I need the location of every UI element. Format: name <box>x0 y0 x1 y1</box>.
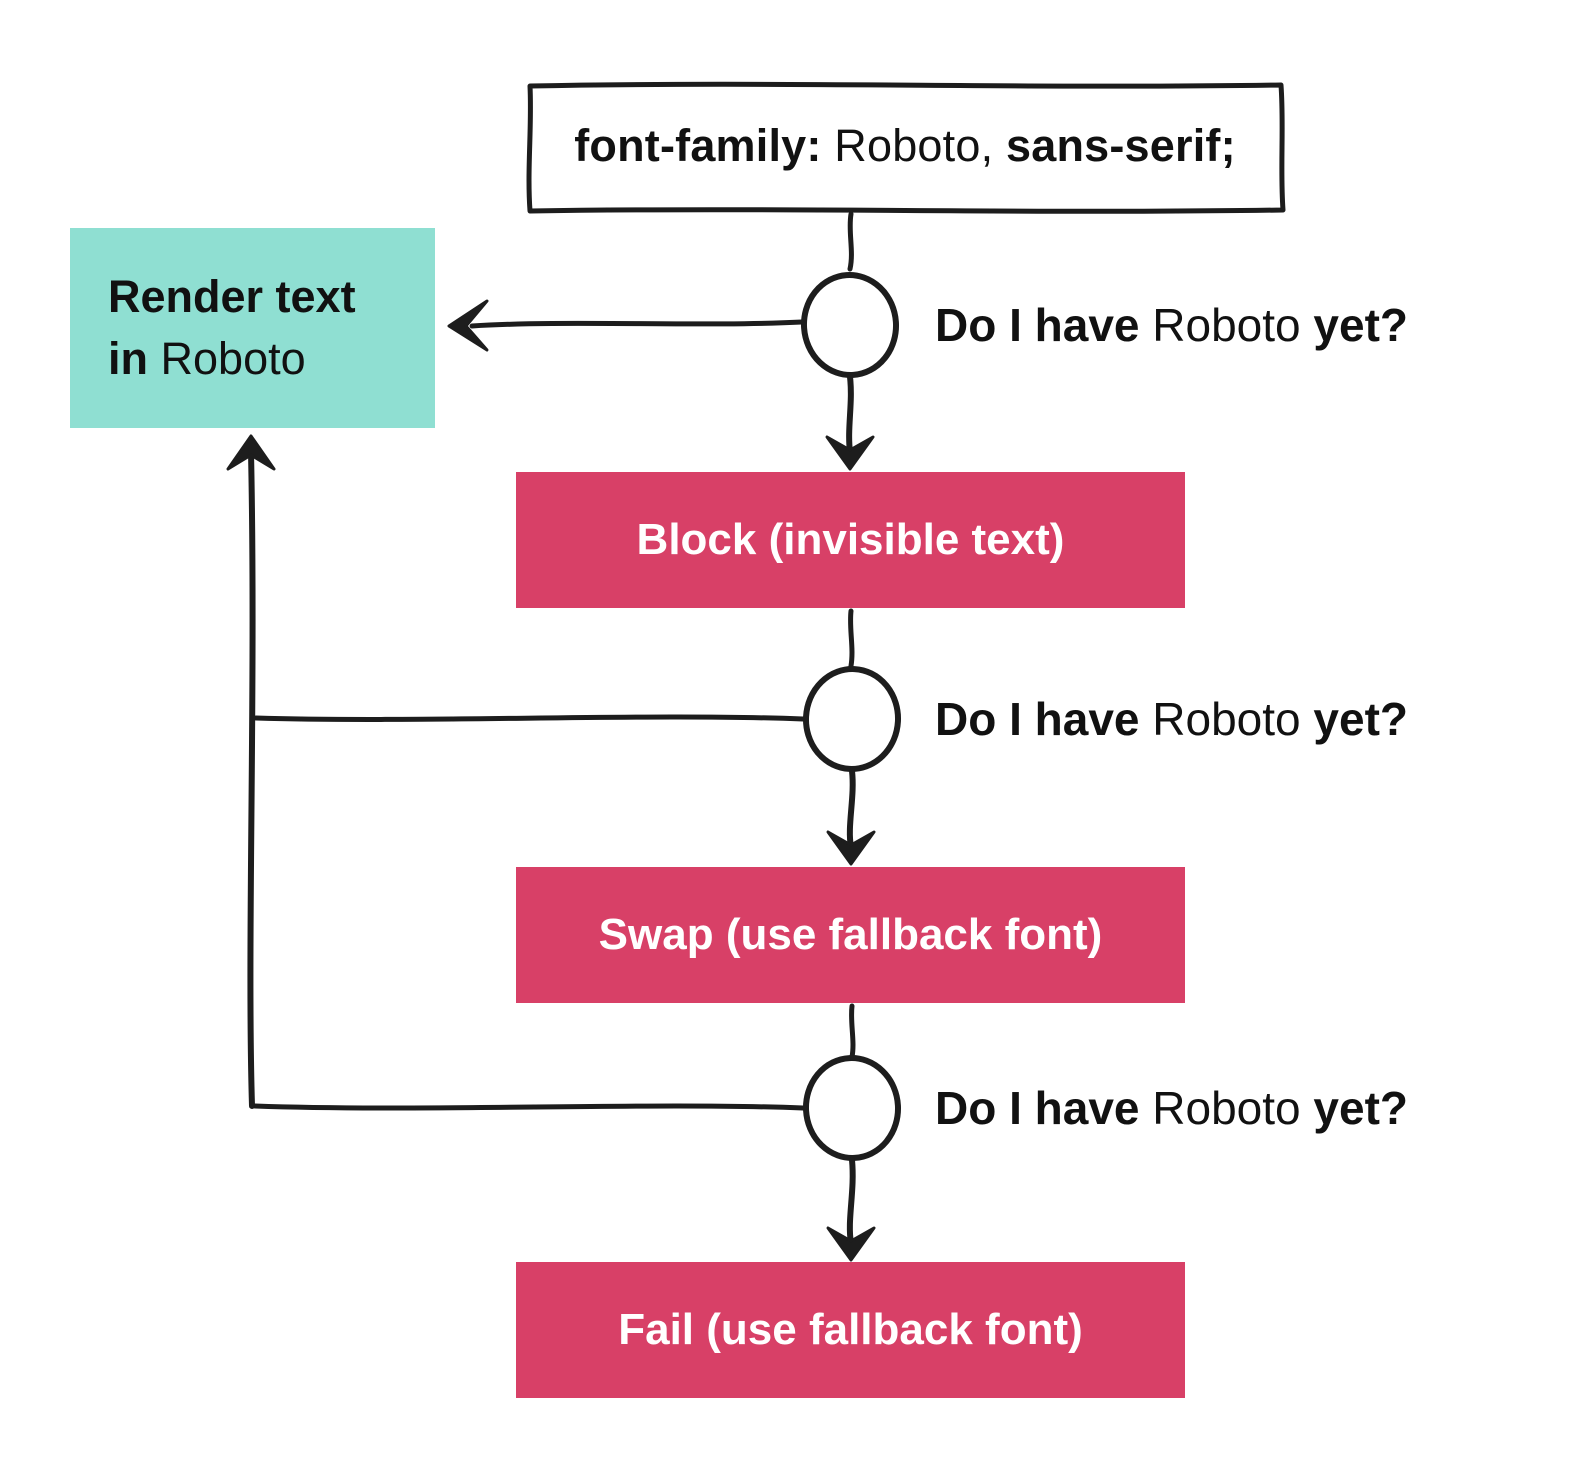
stage-box-fail: Fail (use fallback font) <box>516 1262 1185 1398</box>
connector-rule-to-decision1 <box>847 211 854 272</box>
arrowhead-up-into-render <box>226 434 276 471</box>
return-line-vertical <box>247 449 256 1109</box>
decision-circle-1 <box>800 272 900 378</box>
arrowhead-into-block <box>825 435 875 471</box>
css-rule-box: font-family: Roboto, sans-serif; <box>527 82 1283 210</box>
decision-circle-2 <box>802 666 902 772</box>
connector-decision3-to-fail <box>846 1157 856 1246</box>
connector-decision2-to-return <box>253 714 806 722</box>
render-text-line1: Render text <box>108 271 356 322</box>
stage-block-label: Block (invisible text) <box>636 515 1065 564</box>
stage-fail-label: Fail (use fallback font) <box>618 1305 1083 1354</box>
render-text-box: Render text in Roboto <box>70 228 435 428</box>
arrowhead-left-into-render <box>447 299 489 352</box>
connector-decision3-to-return <box>252 1103 806 1111</box>
decision-circle-3 <box>802 1055 902 1161</box>
connector-decision1-to-block <box>846 374 854 455</box>
decision-label-2: Do I have Roboto yet? <box>935 693 1409 745</box>
connector-decision2-to-swap <box>846 768 856 850</box>
css-rule-font-name: Roboto, <box>834 120 994 171</box>
connector-block-to-decision2 <box>848 608 855 669</box>
decision-label-1: Do I have Roboto yet? <box>935 299 1409 351</box>
connector-swap-to-decision3 <box>849 1003 856 1060</box>
render-text-line2: in Roboto <box>108 333 306 384</box>
arrowhead-into-fail <box>826 1226 876 1262</box>
connector-decision1-to-render <box>469 319 805 329</box>
css-rule-fallback: sans-serif; <box>1006 120 1236 171</box>
stage-box-swap: Swap (use fallback font) <box>516 867 1185 1003</box>
css-rule-property: font-family: <box>574 120 822 171</box>
decision-label-3: Do I have Roboto yet? <box>935 1082 1409 1134</box>
arrowhead-into-swap <box>826 830 876 866</box>
stage-swap-label: Swap (use fallback font) <box>598 910 1103 959</box>
stage-box-block: Block (invisible text) <box>516 472 1185 608</box>
